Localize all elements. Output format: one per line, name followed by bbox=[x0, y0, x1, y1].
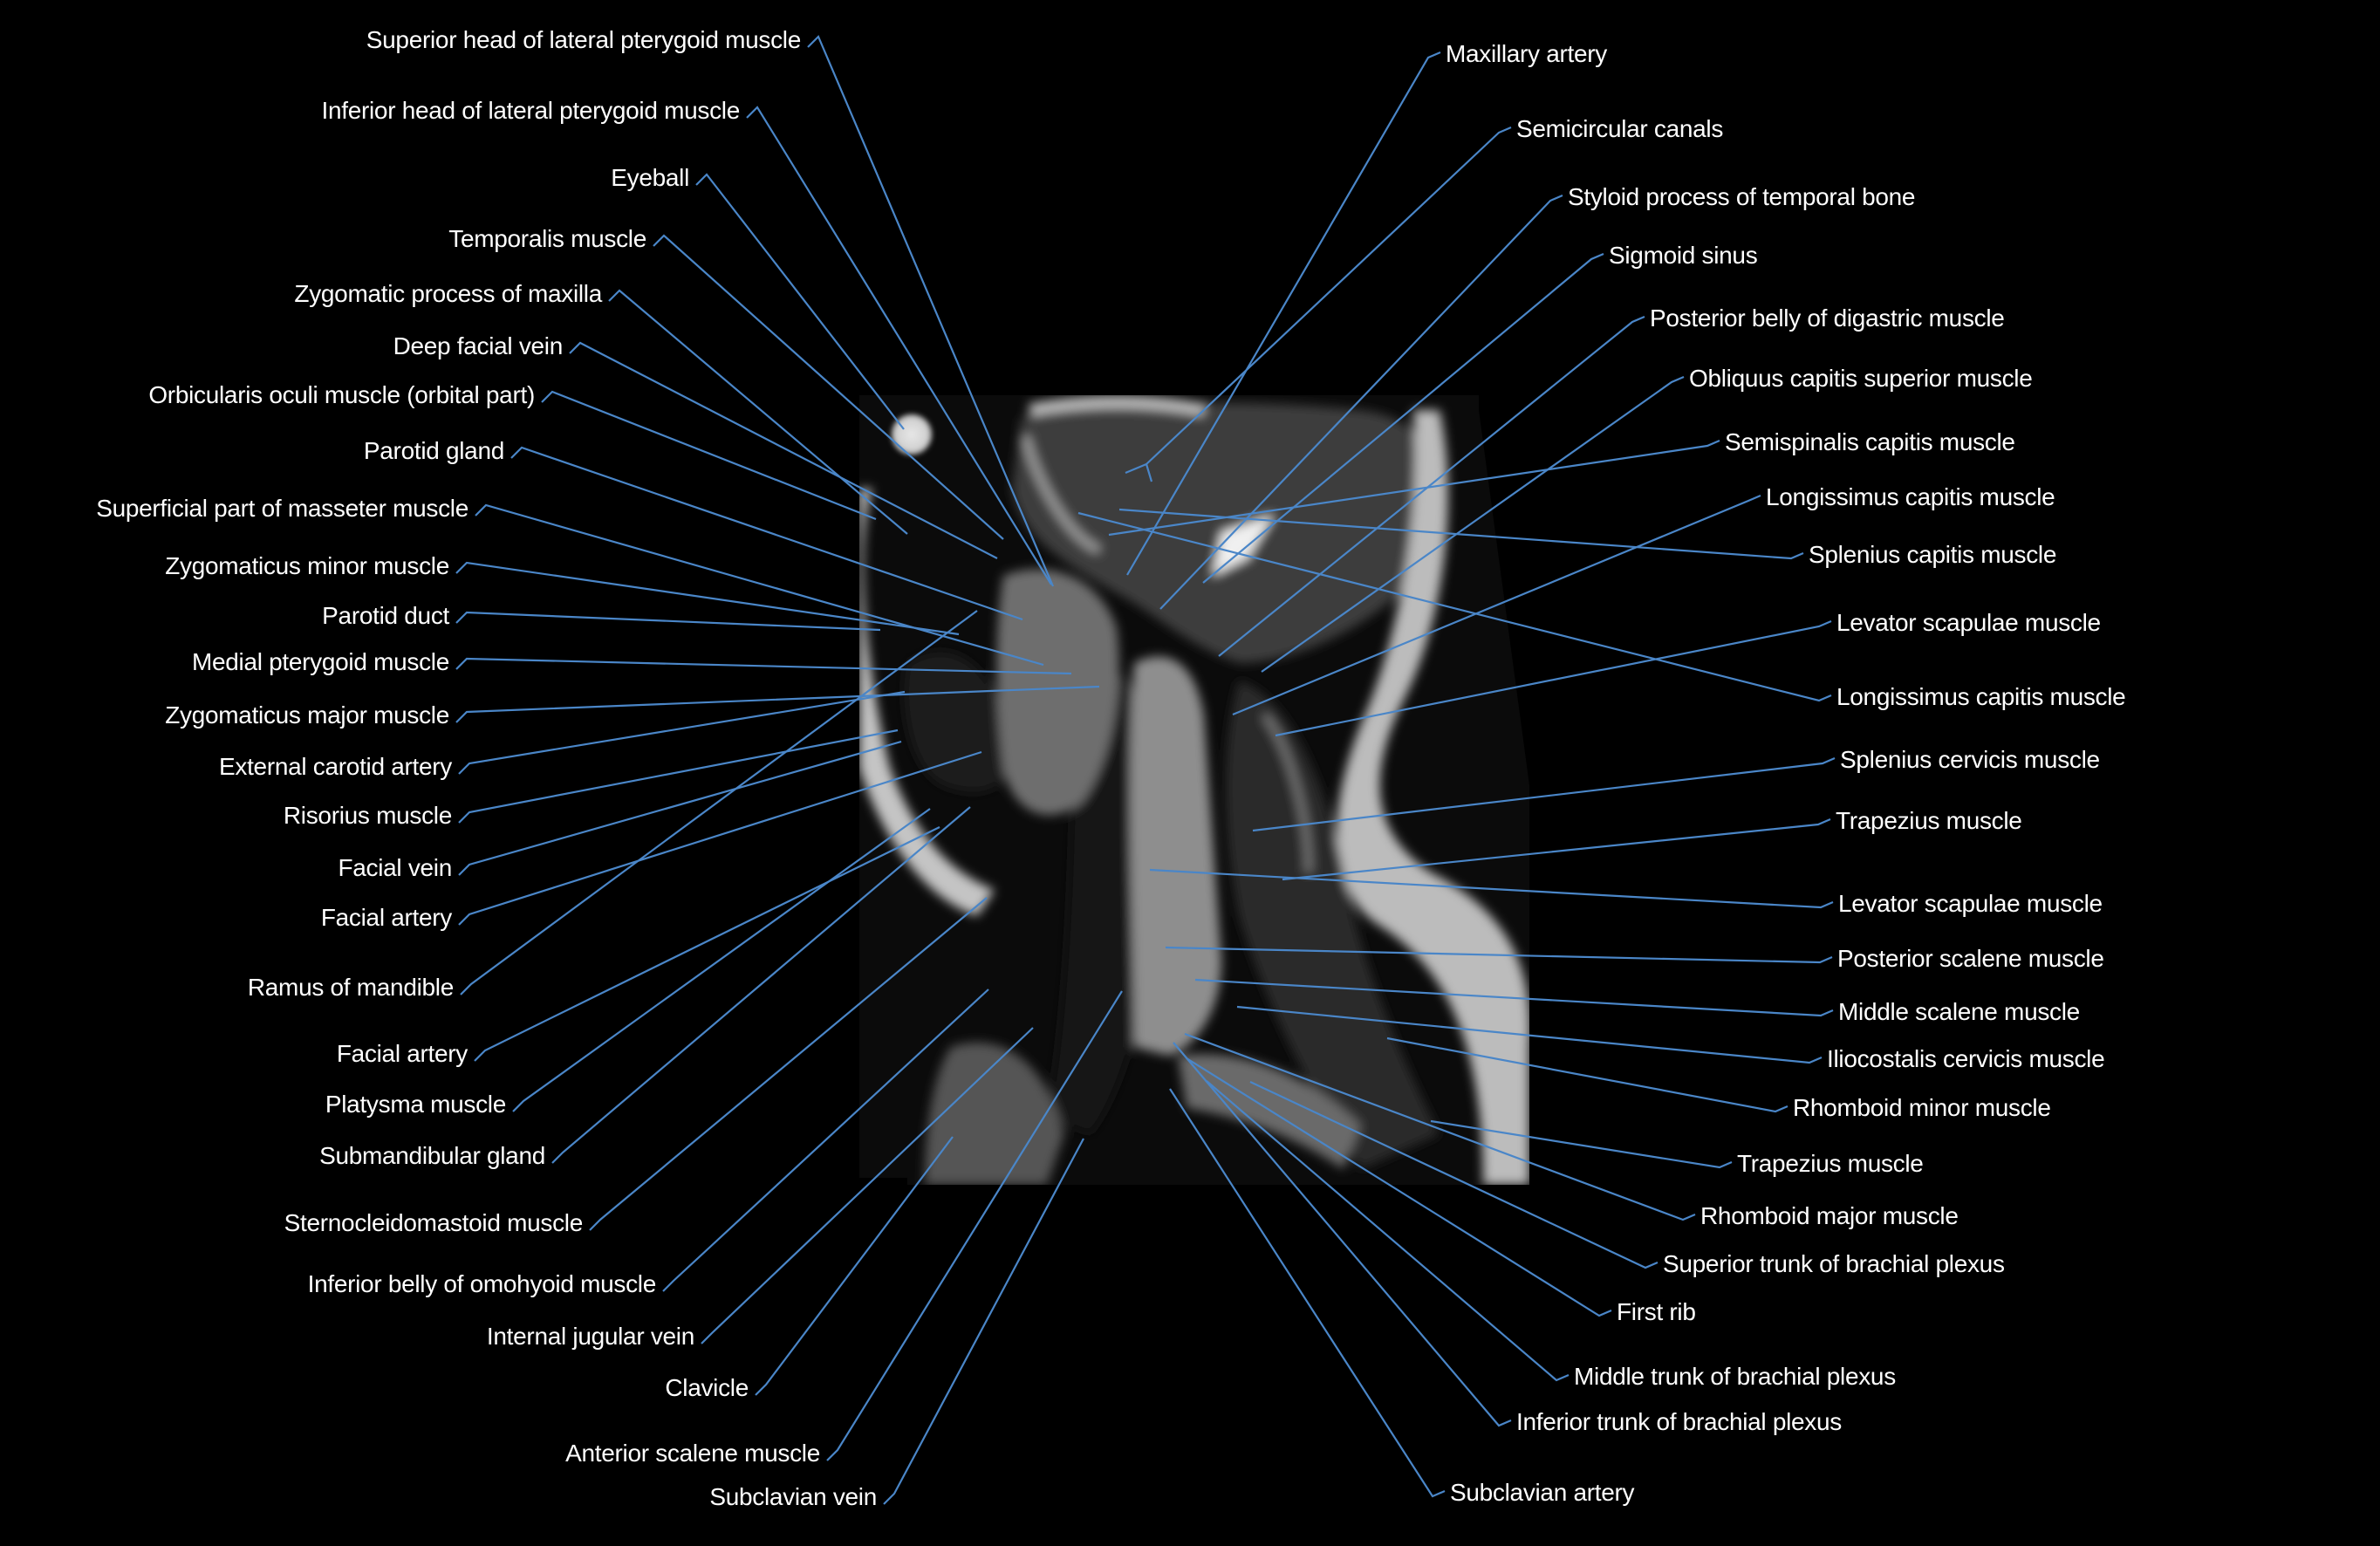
label-ramus-of-mandible: Ramus of mandible bbox=[247, 974, 454, 1001]
label-levator-scapulae-muscle: Levator scapulae muscle bbox=[1836, 609, 2101, 636]
label-semispinalis-capitis-muscle: Semispinalis capitis muscle bbox=[1725, 428, 2015, 455]
label-inferior-trunk-of-brachial-plexus: Inferior trunk of brachial plexus bbox=[1516, 1408, 1842, 1435]
label-sternocleidomastoid-muscle: Sternocleidomastoid muscle bbox=[284, 1209, 584, 1236]
label-zygomatic-process-of-maxilla: Zygomatic process of maxilla bbox=[294, 280, 602, 307]
label-trapezius-muscle: Trapezius muscle bbox=[1737, 1150, 1924, 1177]
label-posterior-belly-of-digastric-muscle: Posterior belly of digastric muscle bbox=[1650, 304, 2005, 332]
label-zygomaticus-minor-muscle: Zygomaticus minor muscle bbox=[165, 552, 449, 579]
label-rhomboid-major-muscle: Rhomboid major muscle bbox=[1700, 1202, 1959, 1229]
label-deep-facial-vein: Deep facial vein bbox=[393, 332, 564, 359]
label-posterior-scalene-muscle: Posterior scalene muscle bbox=[1837, 945, 2104, 972]
label-levator-scapulae-muscle: Levator scapulae muscle bbox=[1838, 890, 2103, 917]
label-subclavian-vein: Subclavian vein bbox=[709, 1483, 877, 1510]
label-rhomboid-minor-muscle: Rhomboid minor muscle bbox=[1793, 1094, 2051, 1121]
label-zygomaticus-major-muscle: Zygomaticus major muscle bbox=[165, 701, 449, 729]
label-eyeball: Eyeball bbox=[611, 164, 689, 191]
label-longissimus-capitis-muscle: Longissimus capitis muscle bbox=[1766, 483, 2055, 510]
label-middle-trunk-of-brachial-plexus: Middle trunk of brachial plexus bbox=[1574, 1363, 1896, 1390]
label-superficial-part-of-masseter-muscle: Superficial part of masseter muscle bbox=[96, 495, 468, 522]
label-inferior-head-of-lateral-pterygoid-muscle: Inferior head of lateral pterygoid muscl… bbox=[321, 97, 740, 124]
label-parotid-duct: Parotid duct bbox=[322, 602, 449, 629]
label-iliocostalis-cervicis-muscle: Iliocostalis cervicis muscle bbox=[1827, 1045, 2105, 1072]
label-facial-vein: Facial vein bbox=[338, 854, 452, 881]
label-splenius-capitis-muscle: Splenius capitis muscle bbox=[1809, 541, 2057, 568]
label-inferior-belly-of-omohyoid-muscle: Inferior belly of omohyoid muscle bbox=[307, 1270, 657, 1297]
label-parotid-gland: Parotid gland bbox=[363, 437, 504, 464]
label-clavicle: Clavicle bbox=[665, 1374, 749, 1401]
label-middle-scalene-muscle: Middle scalene muscle bbox=[1838, 998, 2080, 1025]
label-first-rib: First rib bbox=[1617, 1298, 1696, 1325]
label-anterior-scalene-muscle: Anterior scalene muscle bbox=[565, 1440, 820, 1467]
label-facial-artery: Facial artery bbox=[336, 1040, 468, 1067]
label-superior-trunk-of-brachial-plexus: Superior trunk of brachial plexus bbox=[1663, 1250, 2005, 1277]
label-facial-artery: Facial artery bbox=[320, 904, 452, 931]
label-internal-jugular-vein: Internal jugular vein bbox=[486, 1323, 694, 1350]
label-semicircular-canals: Semicircular canals bbox=[1516, 115, 1724, 142]
label-subclavian-artery: Subclavian artery bbox=[1450, 1479, 1635, 1506]
label-medial-pterygoid-muscle: Medial pterygoid muscle bbox=[191, 648, 449, 675]
label-splenius-cervicis-muscle: Splenius cervicis muscle bbox=[1840, 746, 2100, 773]
label-risorius-muscle: Risorius muscle bbox=[283, 802, 452, 829]
label-maxillary-artery: Maxillary artery bbox=[1446, 40, 1608, 67]
label-superior-head-of-lateral-pterygoid-muscle: Superior head of lateral pterygoid muscl… bbox=[366, 26, 802, 53]
label-orbicularis-oculi-muscle-orbital-part: Orbicularis oculi muscle (orbital part) bbox=[148, 381, 535, 408]
label-trapezius-muscle: Trapezius muscle bbox=[1836, 807, 2022, 834]
label-obliquus-capitis-superior-muscle: Obliquus capitis superior muscle bbox=[1689, 365, 2033, 392]
label-submandibular-gland: Submandibular gland bbox=[319, 1142, 545, 1169]
label-temporalis-muscle: Temporalis muscle bbox=[448, 225, 646, 252]
label-longissimus-capitis-muscle: Longissimus capitis muscle bbox=[1836, 683, 2126, 710]
label-external-carotid-artery: External carotid artery bbox=[219, 753, 452, 780]
label-sigmoid-sinus: Sigmoid sinus bbox=[1609, 242, 1758, 269]
label-styloid-process-of-temporal-bone: Styloid process of temporal bone bbox=[1568, 183, 1916, 210]
label-platysma-muscle: Platysma muscle bbox=[325, 1091, 506, 1118]
